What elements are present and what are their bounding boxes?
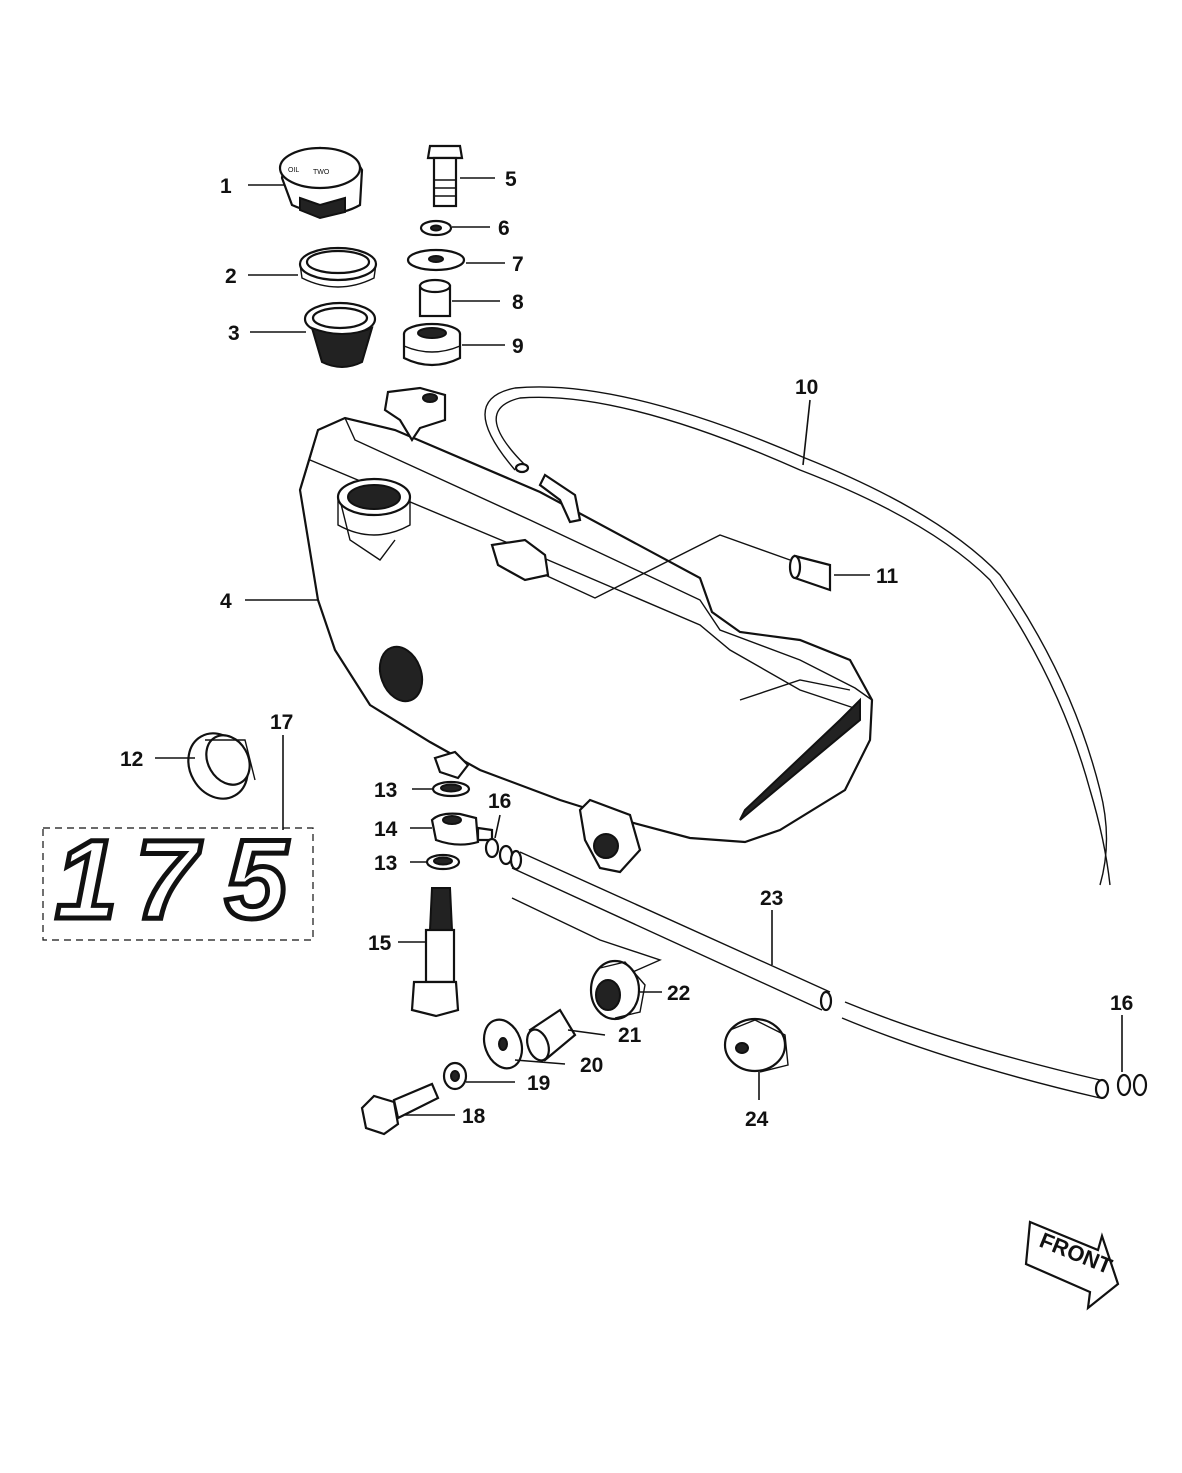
grommet-22 [589, 959, 646, 1021]
callout-19: 19 [527, 1072, 550, 1095]
clamp-16-right [1116, 1073, 1148, 1097]
callout-7: 7 [512, 253, 524, 276]
banjo-bolt-15 [410, 887, 460, 1018]
emblem-digit-1: 1 [55, 817, 117, 942]
callout-3: 3 [228, 322, 240, 345]
oil-hose-23 [509, 849, 1110, 1100]
washer-6 [419, 219, 453, 237]
oil-cap: OIL TWO [278, 146, 364, 220]
oil-filter-strainer [303, 301, 377, 368]
callout-16-right: 16 [1110, 992, 1133, 1015]
callout-20: 20 [580, 1054, 603, 1077]
callout-1: 1 [220, 175, 232, 198]
washer-20 [482, 1018, 524, 1070]
cap-text-left: OIL [288, 167, 299, 174]
washer-13-lower [425, 853, 461, 871]
callout-12: 12 [120, 748, 143, 771]
bolt-5 [426, 144, 464, 208]
callout-6: 6 [498, 217, 510, 240]
washer-19 [442, 1061, 468, 1091]
callout-17: 17 [270, 711, 293, 734]
clamp-16-small [484, 837, 514, 866]
banjo-fitting-14 [430, 812, 494, 846]
callout-13-lower: 13 [374, 852, 397, 875]
oil-tank [298, 386, 874, 874]
washer-13-upper [431, 780, 471, 798]
emblem-digit-3: 5 [225, 817, 289, 942]
callout-5: 5 [505, 168, 517, 191]
callout-13-upper: 13 [374, 779, 397, 802]
callout-15: 15 [368, 932, 392, 955]
callout-22: 22 [667, 982, 690, 1005]
callout-14: 14 [374, 818, 398, 841]
collar-8 [418, 278, 452, 318]
callout-24: 24 [745, 1108, 769, 1131]
callout-2: 2 [225, 265, 237, 288]
leader-lines [155, 177, 1123, 1116]
callout-labels: 1 2 3 4 5 6 7 8 9 10 11 12 17 13 16 14 1… [120, 168, 1133, 1131]
emblem-175: 1 7 5 [42, 815, 314, 945]
grommet-12 [187, 732, 256, 800]
grommet-24 [723, 1017, 789, 1073]
callout-8: 8 [512, 291, 524, 314]
emblem-digit-2: 7 [135, 817, 202, 942]
front-arrow: FRONT [1024, 1220, 1120, 1311]
hose-cap-11 [788, 554, 832, 592]
breather-hose-10 [484, 386, 1111, 886]
washer-7 [406, 248, 466, 272]
grommet-9 [402, 322, 462, 367]
callout-10: 10 [795, 376, 818, 399]
callout-23: 23 [760, 887, 783, 910]
callout-9: 9 [512, 335, 524, 358]
bolt-18 [360, 1082, 440, 1136]
cap-text-right: TWO [313, 169, 330, 176]
collar-21 [526, 1008, 577, 1062]
callout-18: 18 [462, 1105, 486, 1128]
callout-11: 11 [876, 565, 899, 588]
callout-16-small: 16 [488, 790, 511, 813]
callout-4: 4 [220, 590, 232, 613]
callout-21: 21 [618, 1024, 642, 1047]
cap-gasket-ring [298, 246, 378, 288]
